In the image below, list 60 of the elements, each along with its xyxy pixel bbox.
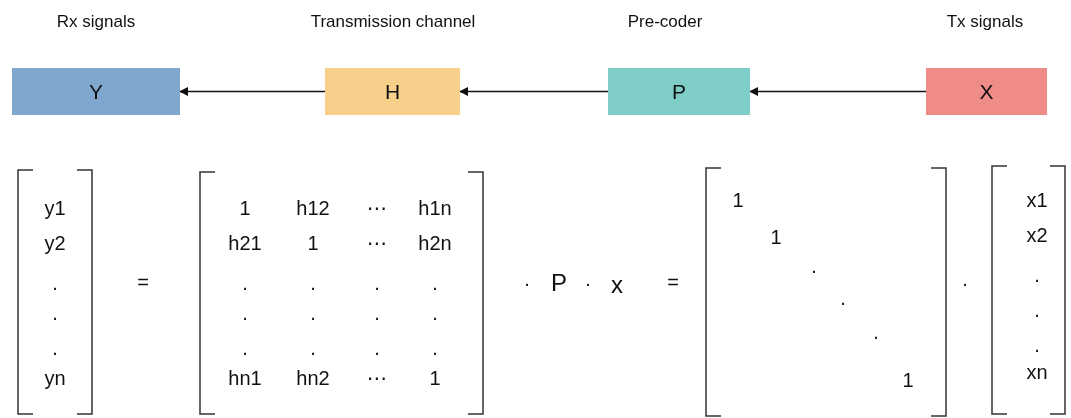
matrix-entry: hn2: [296, 368, 330, 388]
vector-entry: y1: [44, 198, 66, 218]
vector-entry: xn: [1026, 362, 1048, 382]
multiply-dot: ·: [523, 273, 531, 293]
matrix-entry: .: [374, 338, 380, 358]
matrix-entry: .: [873, 322, 879, 342]
matrix-entry: h21: [228, 233, 262, 253]
matrix-entry: .: [242, 303, 248, 323]
matrix-entry: 1: [902, 370, 914, 390]
matrix-entry: .: [242, 338, 248, 358]
box-caption: Pre-coder: [627, 12, 703, 32]
vector-symbol: x: [611, 273, 623, 297]
vector-entry: y2: [44, 233, 66, 253]
multiply-dot: ·: [584, 273, 592, 293]
matrix-entry: h1n: [418, 198, 452, 218]
matrix-entry: .: [374, 273, 380, 293]
matrix-entry: hn1: [228, 368, 262, 388]
process-box: Y: [12, 68, 180, 115]
matrix-entry: .: [374, 303, 380, 323]
matrix-entry: 1: [429, 368, 441, 388]
matrix-entry: .: [242, 273, 248, 293]
vector-entry: .: [1034, 265, 1040, 285]
process-box: X: [926, 68, 1047, 115]
vector-entry: .: [52, 338, 58, 358]
box-caption: Transmission channel: [310, 12, 476, 32]
equals-sign: =: [137, 272, 149, 292]
vector-entry: .: [1034, 335, 1040, 355]
matrix-entry: 1: [307, 233, 319, 253]
vector-entry: .: [1034, 300, 1040, 320]
matrix-entry: .: [811, 256, 817, 276]
vector-entry: x1: [1026, 190, 1048, 210]
vector-entry: yn: [44, 368, 66, 388]
matrix-entry: ⋯: [367, 368, 387, 388]
matrix-entry: ⋯: [367, 198, 387, 218]
process-box: P: [608, 68, 750, 115]
matrix-symbol: P: [551, 271, 567, 295]
matrix-entry: .: [310, 338, 316, 358]
process-box: H: [325, 68, 460, 115]
arrow: [749, 87, 927, 96]
matrix-entry: .: [432, 273, 438, 293]
matrix-entry: h2n: [418, 233, 452, 253]
matrix-entry: .: [432, 338, 438, 358]
matrix-entry: .: [840, 288, 846, 308]
matrix-entry: h12: [296, 198, 330, 218]
matrix-entry: .: [432, 303, 438, 323]
matrix-entry: .: [310, 273, 316, 293]
matrix-entry: ⋯: [367, 233, 387, 253]
box-caption: Tx signals: [946, 12, 1024, 32]
vector-entry: x2: [1026, 225, 1048, 245]
multiply-dot: ·: [961, 273, 969, 293]
matrix-entry: 1: [732, 190, 744, 210]
matrix-entry: 1: [770, 227, 782, 247]
vector-entry: .: [52, 303, 58, 323]
arrow: [459, 87, 609, 96]
vector-entry: .: [52, 273, 58, 293]
arrow: [179, 87, 326, 96]
matrix-entry: .: [310, 303, 316, 323]
matrix-entry: 1: [239, 198, 251, 218]
equals-sign: =: [667, 272, 679, 292]
box-caption: Rx signals: [56, 12, 136, 32]
